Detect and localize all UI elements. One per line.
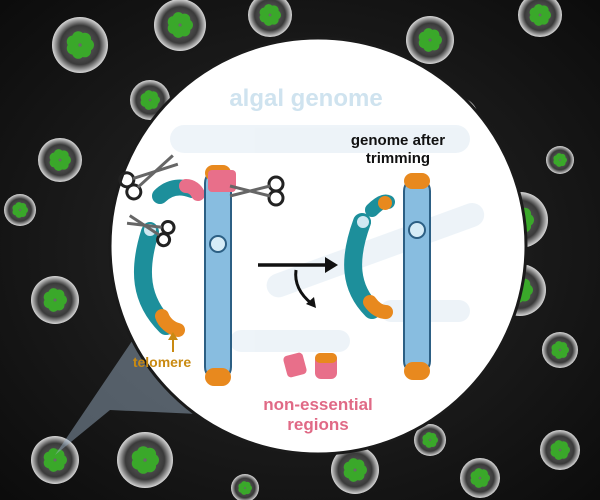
algae-cell	[540, 430, 580, 470]
after-label-line2: trimming	[366, 150, 430, 167]
chloroplast-blob	[428, 29, 440, 41]
chloroplast-blob	[178, 13, 191, 26]
scissors-icon	[118, 154, 179, 201]
scissors-icon	[229, 175, 285, 207]
nonessential-label-line2: regions	[287, 415, 348, 434]
removed-piece-2-telomere	[315, 353, 337, 363]
chloroplast-blob	[19, 202, 27, 211]
arrow-right-head	[325, 257, 338, 273]
chloroplast-blob	[559, 342, 568, 351]
chloroplast-blob	[559, 153, 566, 161]
nonessential-fragment-left	[179, 179, 205, 201]
algae-cell	[117, 432, 173, 488]
nonessential-cap-left	[208, 170, 236, 192]
centromere-blue-left	[209, 235, 227, 253]
chloroplast-blob	[559, 441, 568, 451]
algae-cell	[4, 194, 36, 226]
telomere-bottom-left	[205, 368, 231, 386]
algae-cell	[31, 276, 79, 324]
chloroplast-blob	[59, 150, 69, 161]
telomere-teal-right-top	[378, 196, 392, 210]
telomere-tip	[155, 309, 185, 337]
algae-cell	[38, 138, 82, 182]
chloroplast-blob	[353, 459, 365, 471]
algae-cell	[414, 424, 446, 456]
algae-cell	[52, 17, 108, 73]
chloroplast-blob	[143, 447, 157, 461]
blue-chromosome-left	[204, 169, 232, 381]
chloroplast-blob	[479, 469, 488, 479]
scissors-icon	[126, 214, 176, 248]
chloroplast-blob	[149, 91, 158, 101]
telomere-bottom-right	[404, 362, 430, 380]
algae-cell	[406, 16, 454, 64]
chloroplast-blob	[53, 289, 65, 301]
chloroplast-blob	[53, 449, 65, 461]
algae-cell	[542, 332, 578, 368]
diagram-title: algal genome	[229, 85, 382, 112]
telomere-teal-right-bottom	[363, 295, 393, 319]
algae-cell	[331, 446, 379, 494]
chloroplast-blob	[244, 481, 251, 489]
telomere-label: telomere	[133, 354, 192, 370]
algae-cell	[154, 0, 206, 51]
telomere-top-right	[404, 173, 430, 189]
blue-chromosome-right	[403, 177, 431, 375]
algae-cell	[31, 436, 79, 484]
curved-arrow-down-head	[306, 297, 316, 308]
centromere-teal-right	[355, 214, 371, 230]
chloroplast-blob	[78, 32, 92, 46]
nonessential-label-line1: non-essential	[263, 395, 373, 414]
chloroplast-blob	[429, 432, 437, 441]
chloroplast-blob	[269, 5, 279, 16]
removed-piece-1	[283, 352, 307, 378]
centromere-blue-right	[408, 221, 426, 239]
chloroplast-blob	[539, 5, 549, 16]
algae-cell	[546, 146, 574, 174]
telomere-pointer-head	[168, 332, 178, 340]
after-label-line1: genome after	[351, 132, 445, 149]
algae-cell	[460, 458, 500, 498]
